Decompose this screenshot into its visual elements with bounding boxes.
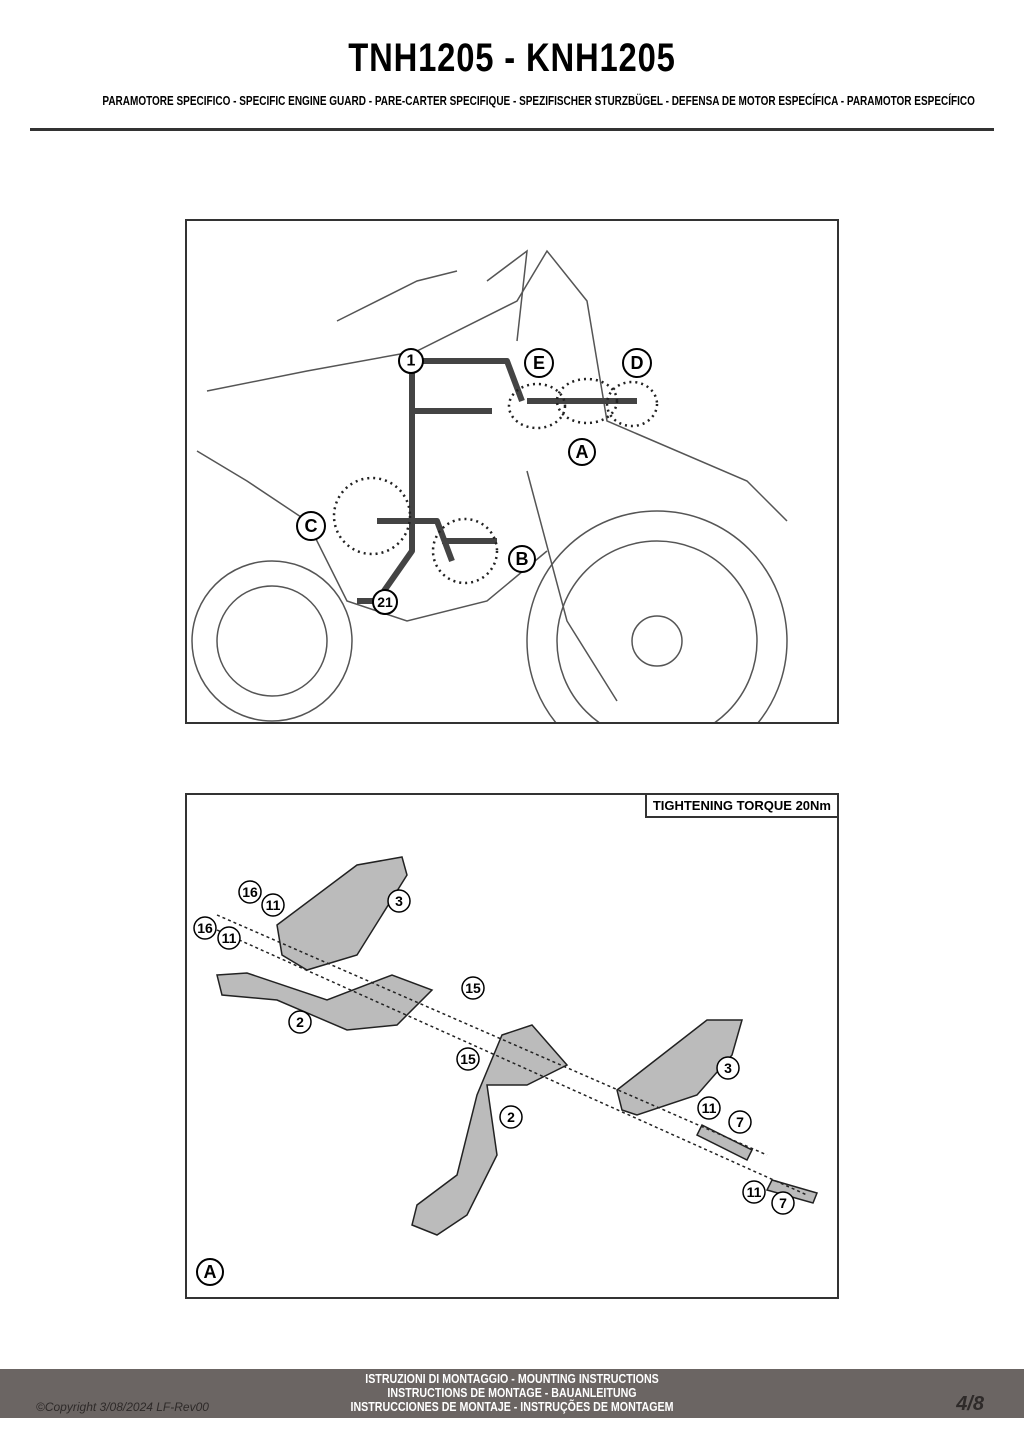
part-label-15: 15 (456, 1047, 480, 1071)
svg-text:3: 3 (395, 893, 403, 909)
svg-text:15: 15 (465, 980, 481, 996)
motorcycle-illustration: 1 E D A C B 21 (191, 249, 788, 722)
svg-text:D: D (631, 353, 644, 373)
part-label-7: 7 (771, 1191, 795, 1215)
copyright: ©Copyright 3/08/2024 LF-Rev00 (36, 1400, 209, 1414)
svg-text:11: 11 (266, 897, 281, 913)
callout-1: 1 (398, 348, 424, 374)
svg-text:11: 11 (747, 1184, 762, 1200)
mounting-instructions-title: ISTRUZIONI DI MONTAGGIO - MOUNTING INSTR… (92, 1372, 932, 1414)
svg-text:15: 15 (460, 1051, 476, 1067)
callout-B: B (508, 545, 536, 573)
bracket-2-left (216, 972, 434, 1031)
motorcycle-overview-figure: 1 E D A C B 21 (185, 219, 839, 724)
svg-text:E: E (533, 353, 545, 373)
part-label-15: 15 (461, 976, 485, 1000)
part-label-3: 3 (716, 1056, 740, 1080)
svg-text:A: A (576, 442, 589, 462)
page-number: 4/8 (956, 1393, 984, 1415)
svg-text:2: 2 (507, 1109, 515, 1125)
footer-bar: ©Copyright 3/08/2024 LF-Rev00 ISTRUZIONI… (0, 1369, 1024, 1418)
footer-line: INSTRUCCIONES DE MONTAJE - INSTRUÇÕES DE… (350, 1399, 674, 1414)
svg-text:16: 16 (197, 920, 213, 936)
footer-line: INSTRUCTIONS DE MONTAGE - BAUANLEITUNG (387, 1385, 637, 1400)
bolt-7-lower (765, 1179, 819, 1204)
part-label-16: 16 (193, 916, 217, 940)
bracket-3-left (276, 856, 408, 971)
part-label-11: 11 (697, 1096, 721, 1120)
part-label-7: 7 (728, 1110, 752, 1134)
callout-D: D (622, 348, 652, 378)
part-label-11: 11 (742, 1180, 766, 1204)
bracket-exploded-illustration: 16 11 16 11 3 2 15 15 2 3 11 7 11 7 A (193, 856, 819, 1286)
page-title: TNH1205 - KNH1205 (348, 36, 676, 80)
part-label-11: 11 (261, 893, 285, 917)
svg-text:7: 7 (736, 1114, 744, 1130)
svg-text:A: A (204, 1262, 217, 1282)
svg-text:2: 2 (296, 1014, 304, 1030)
part-label-2: 2 (499, 1105, 523, 1129)
part-label-3: 3 (387, 889, 411, 913)
svg-text:C: C (305, 516, 318, 536)
svg-text:11: 11 (222, 930, 237, 946)
part-label-16: 16 (238, 880, 262, 904)
svg-text:11: 11 (702, 1100, 717, 1116)
svg-text:B: B (516, 549, 529, 569)
detail-label-A: A (196, 1258, 224, 1286)
tightening-torque-label: TIGHTENING TORQUE 20Nm (644, 795, 837, 818)
detail-a-figure: TIGHTENING TORQUE 20Nm 16 11 16 11 3 2 1… (185, 793, 839, 1299)
svg-text:3: 3 (724, 1060, 732, 1076)
bracket-2-right (411, 1024, 569, 1236)
callout-E: E (524, 348, 554, 378)
svg-text:7: 7 (779, 1195, 787, 1211)
svg-text:16: 16 (242, 884, 258, 900)
page-subtitle: PARAMOTORE SPECIFICO - SPECIFIC ENGINE G… (102, 94, 975, 108)
callout-21: 21 (372, 589, 398, 615)
svg-text:1: 1 (407, 353, 416, 370)
svg-text:21: 21 (377, 594, 393, 610)
divider (30, 128, 994, 131)
bracket-3-right (616, 1019, 743, 1116)
callout-C: C (296, 511, 326, 541)
callout-A: A (568, 438, 596, 466)
part-label-11: 11 (217, 926, 241, 950)
part-label-2: 2 (288, 1010, 312, 1034)
footer-line: ISTRUZIONI DI MONTAGGIO - MOUNTING INSTR… (365, 1371, 659, 1386)
